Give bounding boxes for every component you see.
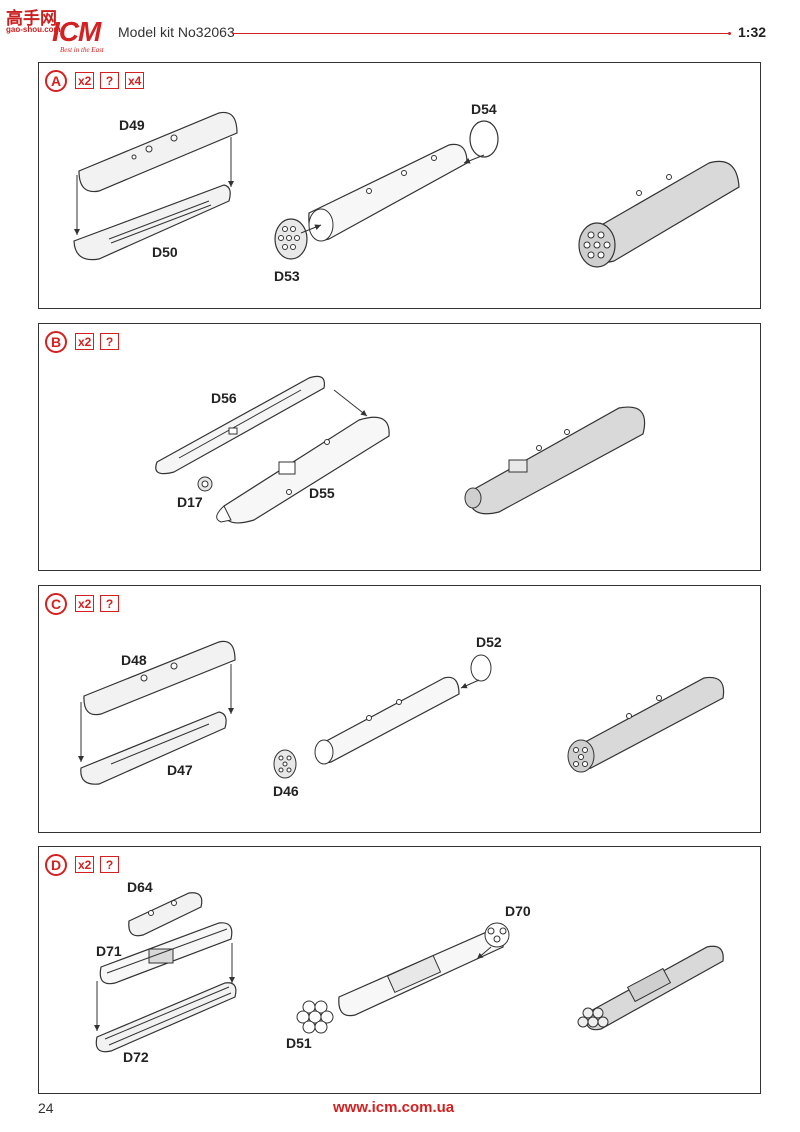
part-d50-shape <box>73 184 231 261</box>
step-c-illustration <box>78 640 725 785</box>
part-tube-c-shape <box>314 676 460 765</box>
part-label-d48: D48 <box>121 652 147 668</box>
step-b-marker: B <box>45 331 67 353</box>
part-tube-assembly-shape <box>308 143 468 242</box>
step-a-option-badge: ? <box>100 72 119 89</box>
part-label-d51: D51 <box>286 1035 312 1051</box>
assembled-pod-d-shape <box>577 945 724 1031</box>
step-c-marker: C <box>45 593 67 615</box>
step-c-panel: C x2 ? D48 D47 D46 D52 <box>38 585 761 833</box>
part-d53-shape <box>274 218 308 260</box>
part-label-d46: D46 <box>273 783 299 799</box>
brand-tagline: Best in the East <box>60 46 104 54</box>
page-header: 高手网 gao-shou.com ICM Best in the East Mo… <box>0 0 800 60</box>
site-logo-url: gao-shou.com <box>6 25 61 34</box>
part-label-d49: D49 <box>119 117 145 133</box>
part-label-d17: D17 <box>177 494 203 510</box>
part-label-d70: D70 <box>505 903 531 919</box>
page-number: 24 <box>38 1100 54 1116</box>
part-label-d56: D56 <box>211 390 237 406</box>
step-d-illustration <box>94 892 724 1053</box>
step-a-panel: A x2 ? x4 D49 D50 D53 D54 <box>38 62 761 309</box>
part-label-d55: D55 <box>309 485 335 501</box>
part-tube-bundle-shape <box>338 930 504 1017</box>
website-link[interactable]: www.icm.com.ua <box>333 1099 455 1116</box>
step-d-quantity-badge: x2 <box>75 856 95 873</box>
part-d46-shape <box>273 749 297 779</box>
step-b-quantity-badge: x2 <box>75 333 95 350</box>
step-b-illustration <box>155 375 646 524</box>
part-d52-shape <box>470 654 492 682</box>
header-divider-dot <box>728 32 731 35</box>
part-label-d54: D54 <box>471 101 497 117</box>
part-d17-shape <box>197 476 213 492</box>
part-d54-shape <box>469 120 499 158</box>
part-d51-shape <box>296 1000 334 1034</box>
part-d70-shape <box>484 922 510 948</box>
part-label-d64: D64 <box>127 879 153 895</box>
part-label-d47: D47 <box>167 762 193 778</box>
brand-logo: ICM <box>52 16 101 47</box>
part-label-d72: D72 <box>123 1049 149 1065</box>
assembled-pod-b-shape <box>464 406 646 515</box>
part-d48-shape <box>83 640 236 716</box>
part-label-d71: D71 <box>96 943 122 959</box>
part-label-d52: D52 <box>476 634 502 650</box>
part-label-d50: D50 <box>152 244 178 260</box>
step-c-option-badge: ? <box>100 595 119 612</box>
step-c-quantity-badge: x2 <box>75 595 95 612</box>
kit-title: Model kit No32063 <box>118 24 235 40</box>
site-logo-text: 高手网 <box>6 9 57 29</box>
assembled-pod-a-shape <box>578 160 740 268</box>
step-b-panel: B x2 ? D56 D17 D55 <box>38 323 761 571</box>
step-d-option-badge: ? <box>100 856 119 873</box>
step-a-marker: A <box>45 70 67 92</box>
step-b-option-badge: ? <box>100 333 119 350</box>
step-d-marker: D <box>45 854 67 876</box>
step-d-panel: D x2 ? D64 D71 D72 D51 D70 <box>38 846 761 1094</box>
step-a-quantity-badge: x2 <box>75 72 95 89</box>
part-label-d53: D53 <box>274 268 300 284</box>
part-d49-shape <box>78 111 238 193</box>
step-a-illustration <box>73 111 740 268</box>
part-d55-shape <box>216 416 390 524</box>
part-d72-shape <box>95 982 237 1053</box>
part-d56-shape <box>155 375 326 475</box>
scale-label: 1:32 <box>738 24 767 40</box>
part-d71-shape <box>99 922 233 985</box>
part-d64-shape <box>128 892 203 937</box>
assembled-pod-c-shape <box>567 676 725 773</box>
part-d47-shape <box>80 711 227 785</box>
header-divider <box>232 33 728 34</box>
step-a-count-badge: x4 <box>125 72 145 89</box>
